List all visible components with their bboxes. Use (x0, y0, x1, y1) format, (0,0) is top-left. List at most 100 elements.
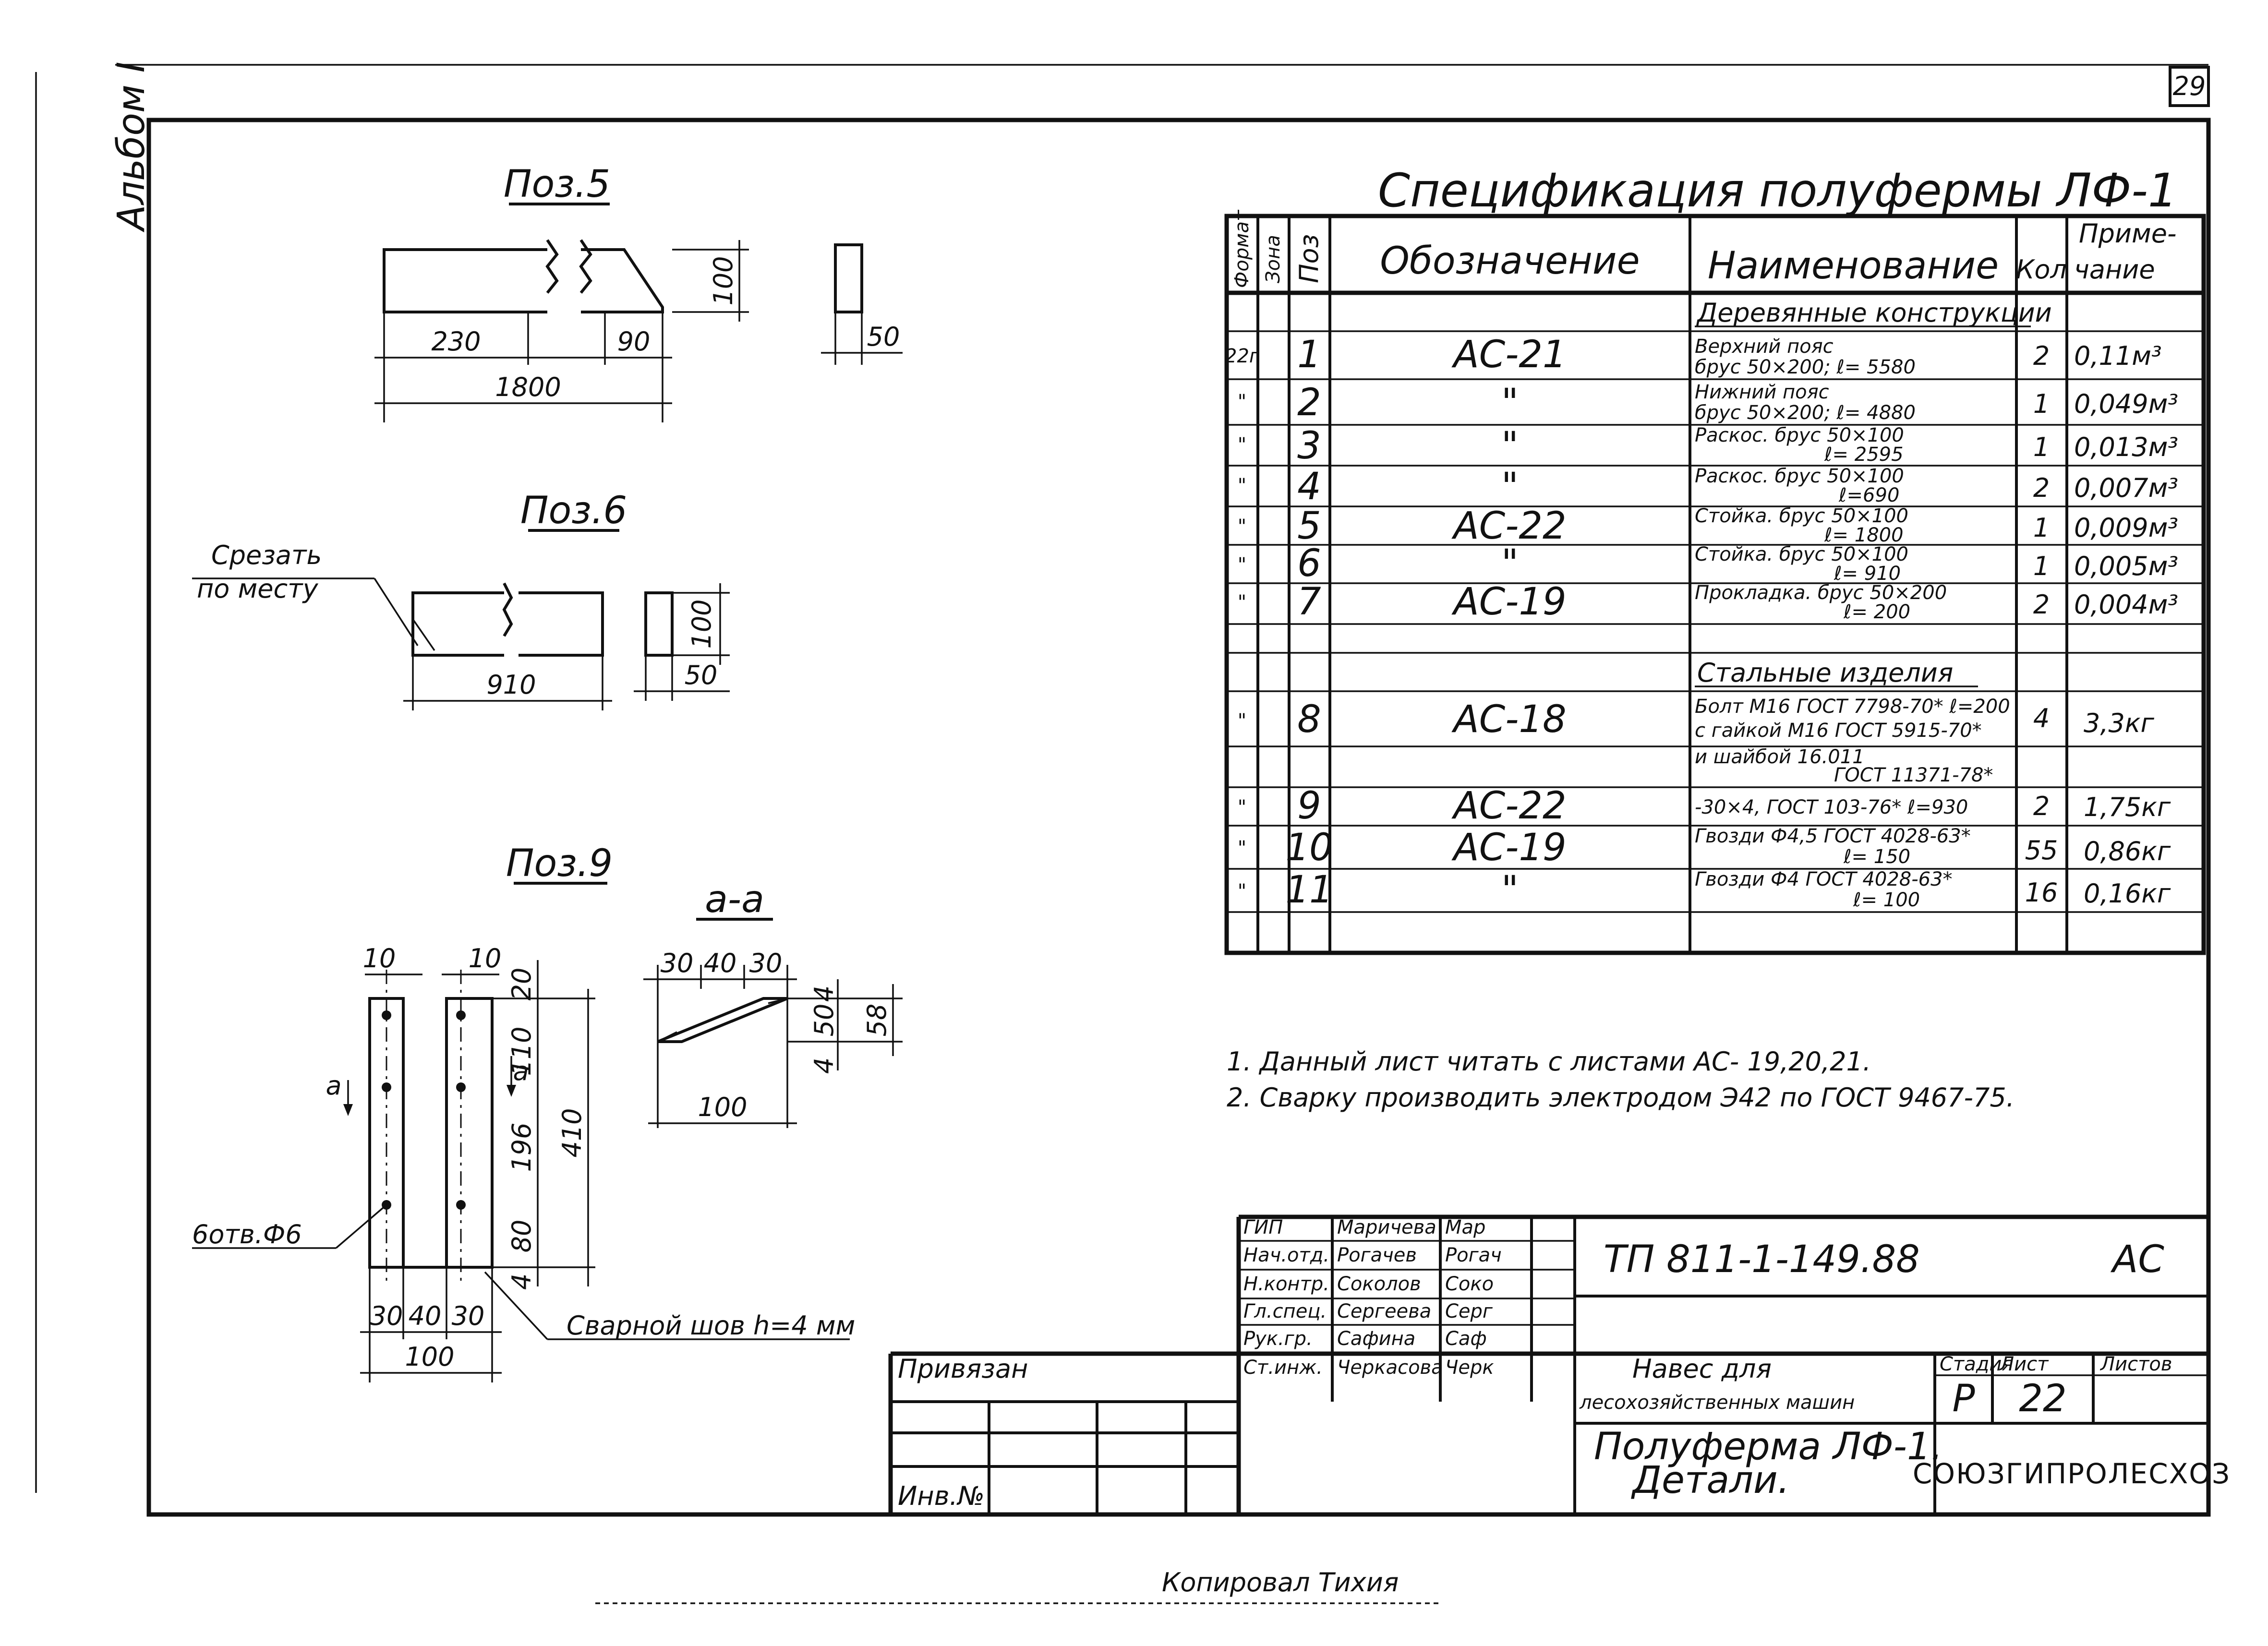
section-aa-dim-58: 58 (862, 1004, 892, 1037)
staff-name: Сергеева (1337, 1300, 1431, 1322)
staff-row: Ст.инж. Черкасова Черк (1243, 1357, 1494, 1379)
spec-row: " 6 " Стойка. брус 50×100 ℓ= 910 1 0,005… (1238, 542, 2178, 585)
section-aa-dim-30b: 30 (749, 948, 783, 978)
pos6-dim-910: 910 (486, 670, 536, 700)
spec-cell-name: и шайбой 16.011 (1695, 746, 1865, 768)
album-label: Альбом I (110, 61, 153, 233)
spec-cell-name: ℓ= 200 (1843, 601, 1910, 623)
pos6-dim-100: 100 (687, 599, 717, 649)
sheet-label: Лист (1999, 1353, 2049, 1375)
pos9-dim-30b: 30 (452, 1301, 485, 1331)
spec-cell-note: 0,86кг (2084, 836, 2171, 866)
spec-cell-pos: 5 (1297, 505, 1321, 548)
staff-name: Рогачев (1337, 1244, 1417, 1266)
spec-cell-name: -30×4, ГОСТ 103-76* ℓ=930 (1695, 796, 1968, 818)
section-aa-dim-40: 40 (704, 948, 737, 978)
staff-name: Черкасова (1337, 1357, 1443, 1379)
spec-header-name: Наименование (1708, 244, 1999, 288)
staff-role: Ст.инж. (1243, 1357, 1323, 1379)
spec-header-designation: Обозначение (1380, 240, 1640, 283)
spec-cell-qty: 1 (2033, 551, 2050, 581)
copied-by: Копировал Тихия (1162, 1567, 1399, 1598)
copy-note: Копировал Тихия (595, 1567, 1440, 1604)
spec-cell-pos: 9 (1297, 784, 1321, 828)
note-2: 2. Сварку производить электродом Э42 по … (1227, 1082, 2015, 1113)
pos5-title: Поз.5 (504, 163, 610, 206)
spec-row: " 2 " Нижний пояс брус 50×200; ℓ= 4880 1… (1238, 381, 2178, 424)
staff-row: ГИП Маричева Мар (1243, 1216, 1485, 1238)
spec-cell-name: Прокладка. брус 50×200 (1695, 582, 1947, 604)
spec-cell-pos: 2 (1297, 381, 1321, 424)
pos5-dim-1800: 1800 (495, 372, 561, 402)
staff-role: Н.контр. (1243, 1273, 1329, 1295)
project-line1: Навес для (1632, 1354, 1772, 1384)
spec-cell-note: 0,005м³ (2074, 551, 2178, 581)
spec-cell-pos: 11 (1285, 868, 1333, 912)
staff-signature: Серг (1445, 1300, 1493, 1322)
pos9-dim-4: 4 (507, 1274, 537, 1290)
spec-cell-qty: 4 (2033, 703, 2050, 733)
spec-cell-qty: 1 (2033, 513, 2050, 543)
spec-cell-format: " (1238, 837, 1246, 859)
staff-signature: Мар (1445, 1216, 1485, 1238)
section-aa-dim-4b: 4 (809, 1057, 839, 1074)
spec-section-wood: Деревянные конструкции (1696, 298, 2052, 328)
spec-cell-format: " (1238, 591, 1246, 613)
spec-cell-designation: АС-19 (1451, 826, 1566, 869)
spec-cell-name: ℓ= 1800 (1824, 524, 1904, 546)
doc-mark: АС (2110, 1238, 2164, 1281)
spec-cell-note: 0,009м³ (2074, 513, 2178, 543)
pos9-dim-100: 100 (405, 1342, 454, 1372)
spec-cell-pos: 8 (1297, 698, 1321, 741)
spec-cell-name: Болт М16 ГОСТ 7798-70* ℓ=200 (1695, 696, 2010, 718)
spec-header-note-line1: Приме- (2079, 218, 2176, 249)
spec-cell-note: 3,3кг (2084, 708, 2154, 738)
spec-cell-name: ℓ=690 (1838, 484, 1899, 506)
pos5-dim-50: 50 (867, 322, 900, 352)
spec-cell-name: Стойка. брус 50×100 (1695, 505, 1908, 527)
spec-cell-name: брус 50×200; ℓ= 4880 (1695, 402, 1916, 424)
spec-cell-note: 0,004м³ (2074, 589, 2178, 620)
staff-row: Нач.отд. Рогачев Рогач (1243, 1244, 1502, 1266)
section-aa-dim-50: 50 (809, 1004, 839, 1037)
spec-header-pos: Поз (1294, 234, 1324, 283)
page-number: 29 (2173, 71, 2206, 101)
spec-cell-name: Нижний пояс (1695, 381, 1829, 403)
spec-cell-pos: 7 (1297, 580, 1321, 624)
staff-name: Маричева (1337, 1216, 1436, 1238)
spec-cell-name: Раскос. брус 50×100 (1695, 424, 1904, 446)
spec-cell-note: 0,11м³ (2074, 341, 2162, 371)
section-aa-title: а-а (705, 878, 764, 921)
stage-label: Стадия (1940, 1353, 2013, 1375)
spec-table: Спецификация полуфермы ЛФ-1 (1224, 164, 2206, 955)
spec-cell-note: 0,007м³ (2074, 473, 2178, 503)
spec-cell-name: ℓ= 150 (1843, 846, 1910, 868)
pos9-dim-20: 20 (507, 968, 537, 1001)
stage-value: Р (1952, 1377, 1975, 1420)
spec-cell-qty: 1 (2033, 432, 2050, 462)
spec-cell-name: ГОСТ 11371-78* (1834, 764, 1993, 786)
section-aa-dim-30a: 30 (661, 948, 694, 978)
spec-header-note-line2: чание (2074, 254, 2155, 285)
spec-cell-designation: АС-19 (1451, 580, 1566, 624)
staff-signature: Саф (1445, 1328, 1487, 1350)
spec-cell-name: Гвозди Ф4 ГОСТ 4028-63* (1695, 868, 1953, 890)
spec-cell-qty: 55 (2025, 835, 2058, 865)
spec-row: " 10 АС-19 Гвозди Ф4,5 ГОСТ 4028-63* ℓ= … (1238, 825, 2171, 869)
title-block: Привязан Инв.№ ГИП Маричева Мар Нач.отд.… (888, 1214, 2230, 1514)
pos9-weld-note: Сварной шов h=4 мм (567, 1310, 855, 1341)
pos9-section-mark-right: а (513, 1056, 529, 1086)
sheet-number: 22 (2019, 1377, 2066, 1420)
spec-cell-designation: " (1501, 542, 1519, 585)
spec-cell-name: Стойка. брус 50×100 (1695, 543, 1908, 565)
staff-role: ГИП (1243, 1216, 1283, 1238)
pos9-dim-410: 410 (557, 1108, 587, 1157)
staff-role: Рук.гр. (1243, 1328, 1313, 1350)
pos6-title: Поз.6 (520, 489, 627, 532)
pos9-dim-40: 40 (409, 1301, 442, 1331)
spec-cell-name: ℓ= 2595 (1824, 444, 1904, 466)
spec-cell-name: брус 50×200; ℓ= 5580 (1695, 356, 1916, 378)
pos9-title: Поз.9 (506, 842, 613, 885)
spec-cell-note: 0,16кг (2084, 878, 2171, 909)
